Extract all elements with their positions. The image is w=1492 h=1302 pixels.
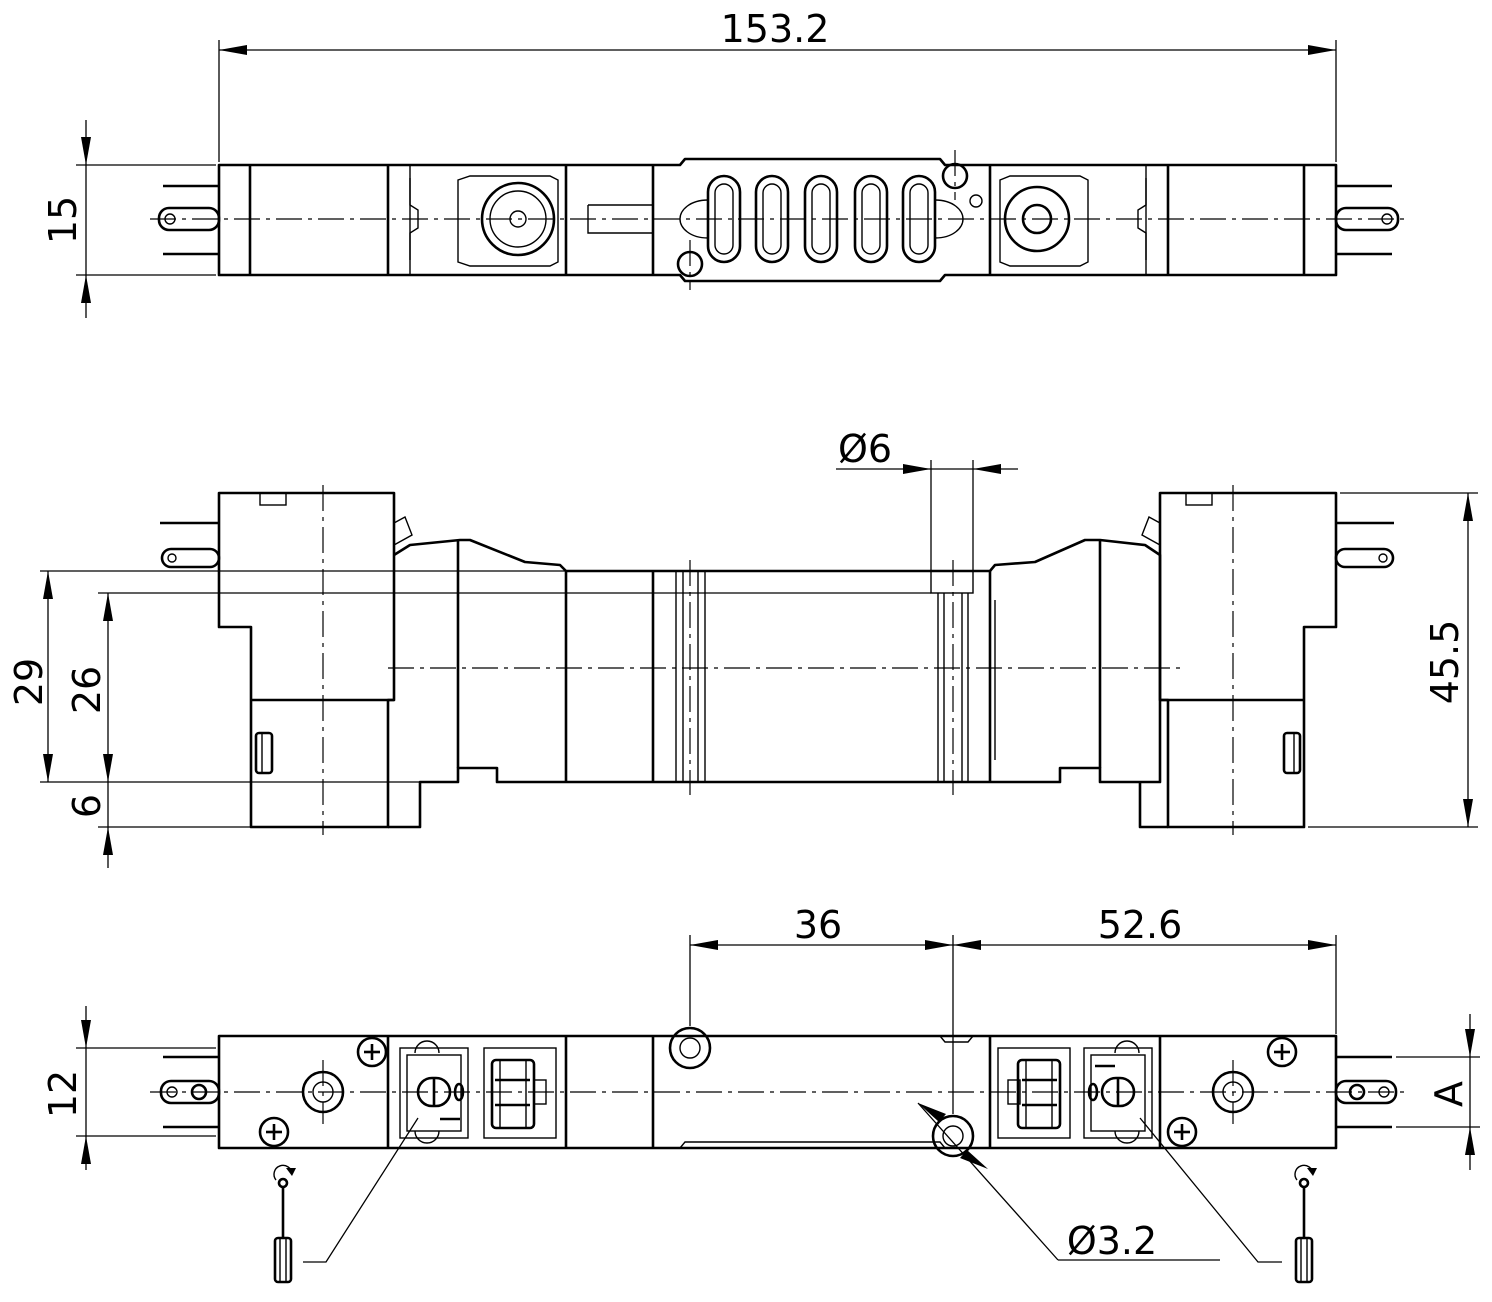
dim-label-15: 15 bbox=[41, 196, 85, 244]
right-override-leader bbox=[1139, 1117, 1282, 1263]
right-connector-pins bbox=[1334, 184, 1400, 256]
dim-label-153-2: 153.2 bbox=[721, 7, 830, 51]
dim-top-height: 15 bbox=[41, 120, 216, 318]
plunger-nub bbox=[587, 204, 653, 234]
bottom-mounting-hole-2 bbox=[931, 1114, 975, 1158]
screw-icons bbox=[258, 1036, 1298, 1148]
left-coil-housing bbox=[217, 491, 396, 829]
dim-label-a-group: A bbox=[1396, 1014, 1480, 1170]
right-coil-housing bbox=[1158, 491, 1338, 829]
dim-label-12: 12 bbox=[41, 1070, 85, 1118]
dim-label-52-6: 52.6 bbox=[1098, 903, 1183, 947]
dim-label-36: 36 bbox=[794, 903, 842, 947]
dim-height-29: 29 bbox=[7, 570, 566, 783]
left-led-window bbox=[254, 731, 274, 775]
dim-hole-diameter: Ø3.2 bbox=[917, 1102, 1220, 1263]
dim-height-26: 26 bbox=[65, 592, 931, 782]
bottom-view-outline bbox=[217, 1034, 1338, 1150]
dim-label-a: A bbox=[1427, 1081, 1471, 1107]
dim-label-29: 29 bbox=[7, 658, 51, 706]
body-grooves bbox=[675, 571, 706, 782]
left-override-leader bbox=[303, 1117, 419, 1263]
top-mounting-hole-2 bbox=[969, 194, 983, 208]
left-port-block bbox=[457, 175, 559, 267]
dim-spacing-36: 36 bbox=[689, 903, 954, 1114]
dim-label-45-5: 45.5 bbox=[1423, 620, 1467, 705]
dim-label-26: 26 bbox=[65, 666, 109, 714]
bottom-mounting-hole-1 bbox=[668, 1026, 712, 1070]
dim-label-d6: Ø6 bbox=[838, 427, 892, 471]
left-screwdriver-icon bbox=[273, 1164, 296, 1284]
dim-label-6: 6 bbox=[65, 794, 109, 818]
dim-spacing-52-6: 52.6 bbox=[953, 903, 1337, 1034]
top-view: 153.2 15 bbox=[41, 7, 1405, 318]
dim-port-diameter: Ø6 bbox=[836, 427, 1018, 571]
port-bore bbox=[930, 570, 974, 782]
side-view: Ø6 45.5 29 26 bbox=[7, 427, 1478, 868]
valve-body bbox=[388, 538, 1168, 829]
right-led-window bbox=[1282, 731, 1302, 775]
left-connector-pins bbox=[157, 184, 221, 256]
right-port-block bbox=[999, 175, 1089, 267]
dim-bottom-height-12: 12 bbox=[41, 1006, 216, 1170]
dim-total-height: 45.5 bbox=[1308, 492, 1478, 828]
dim-overall-length: 153.2 bbox=[218, 7, 1337, 162]
top-view-outline bbox=[217, 157, 1338, 283]
dim-label-d3-2: Ø3.2 bbox=[1067, 1219, 1157, 1263]
right-manual-override bbox=[997, 1040, 1153, 1144]
dim-base-6: 6 bbox=[65, 782, 388, 868]
bottom-view: 36 52.6 12 A bbox=[41, 903, 1480, 1284]
right-screwdriver-icon bbox=[1294, 1164, 1317, 1284]
